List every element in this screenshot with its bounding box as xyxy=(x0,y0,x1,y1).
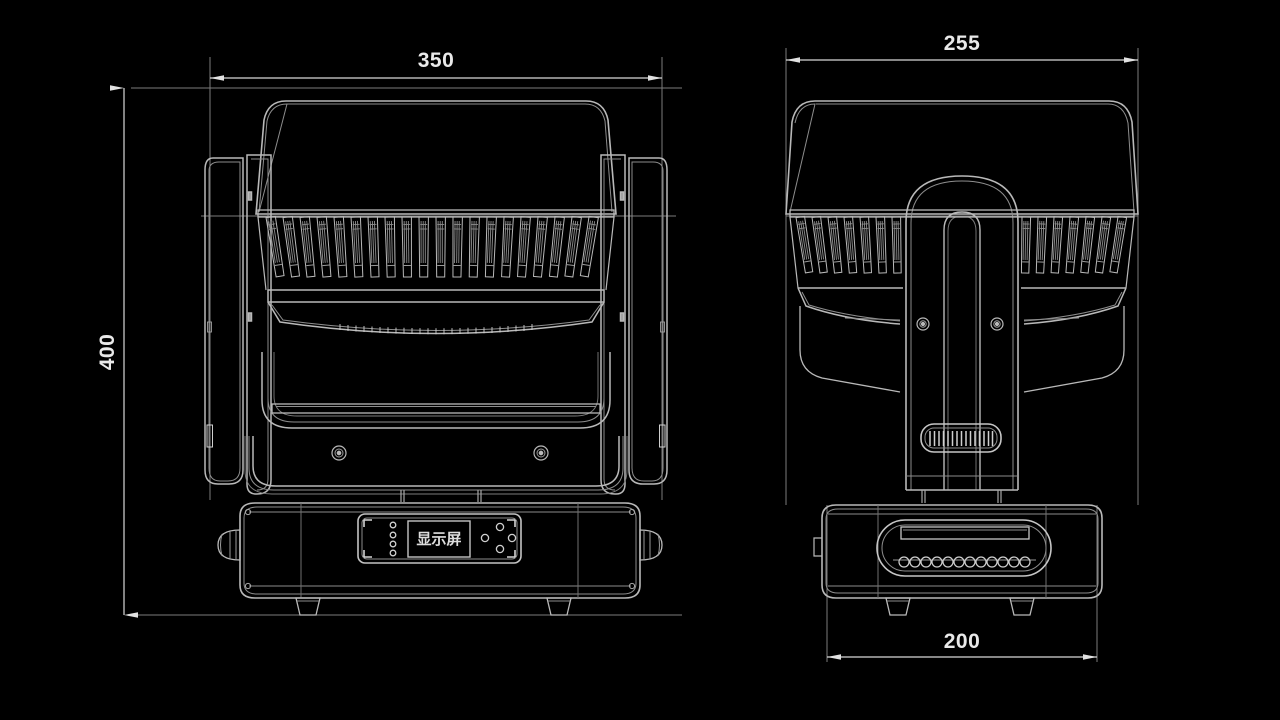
side-neck-connectors xyxy=(921,490,1002,503)
dimension-200: 200 xyxy=(827,630,1097,660)
dimension-255: 255 xyxy=(786,32,1138,63)
front-screw-right xyxy=(533,445,549,461)
front-yoke-right-inner xyxy=(600,154,626,495)
front-head-bottom-bracket xyxy=(244,352,628,495)
side-lens-housing xyxy=(797,287,1127,393)
side-feet xyxy=(885,597,1035,616)
front-yoke-left xyxy=(204,157,244,485)
panel-buttons[interactable] xyxy=(480,522,517,554)
front-feet xyxy=(295,597,572,616)
front-base xyxy=(239,502,641,599)
dimension-350: 350 xyxy=(210,49,662,81)
front-heatsink-array xyxy=(257,209,615,291)
front-screw-left xyxy=(331,445,347,461)
front-yoke-left-inner xyxy=(246,154,272,495)
button-down[interactable] xyxy=(495,544,505,554)
front-yoke-right xyxy=(628,157,668,485)
front-view: 显示屏 350 400 xyxy=(96,49,682,618)
front-base-knob-left xyxy=(217,529,241,561)
side-view: 255 200 xyxy=(785,32,1139,662)
dimension-400: 400 xyxy=(96,85,138,618)
button-right[interactable] xyxy=(507,533,517,543)
dimension-400-label: 400 xyxy=(96,334,119,371)
side-yoke-arm xyxy=(905,175,1019,491)
panel-indicator-dots xyxy=(389,521,397,557)
side-base-vent xyxy=(876,519,1052,577)
side-base xyxy=(813,504,1103,599)
front-head-housing xyxy=(255,100,617,215)
front-lens-housing xyxy=(267,289,605,335)
dimension-200-label: 200 xyxy=(944,630,981,653)
button-left[interactable] xyxy=(480,533,490,543)
front-base-knob-right xyxy=(639,529,663,561)
lcd-screen[interactable]: 显示屏 xyxy=(407,520,471,558)
front-control-panel[interactable]: 显示屏 xyxy=(357,513,522,564)
side-screw-right xyxy=(990,317,1004,331)
lcd-label: 显示屏 xyxy=(416,530,461,548)
side-arm-vent xyxy=(920,423,1002,453)
side-screw-left xyxy=(916,317,930,331)
front-extension-lines xyxy=(131,57,682,616)
side-heatsink-array xyxy=(789,209,1135,289)
button-up[interactable] xyxy=(495,522,505,532)
side-head-housing xyxy=(785,100,1139,215)
dimension-350-label: 350 xyxy=(418,49,455,72)
front-neck-connectors xyxy=(400,490,482,502)
dimension-255-label: 255 xyxy=(944,32,981,55)
